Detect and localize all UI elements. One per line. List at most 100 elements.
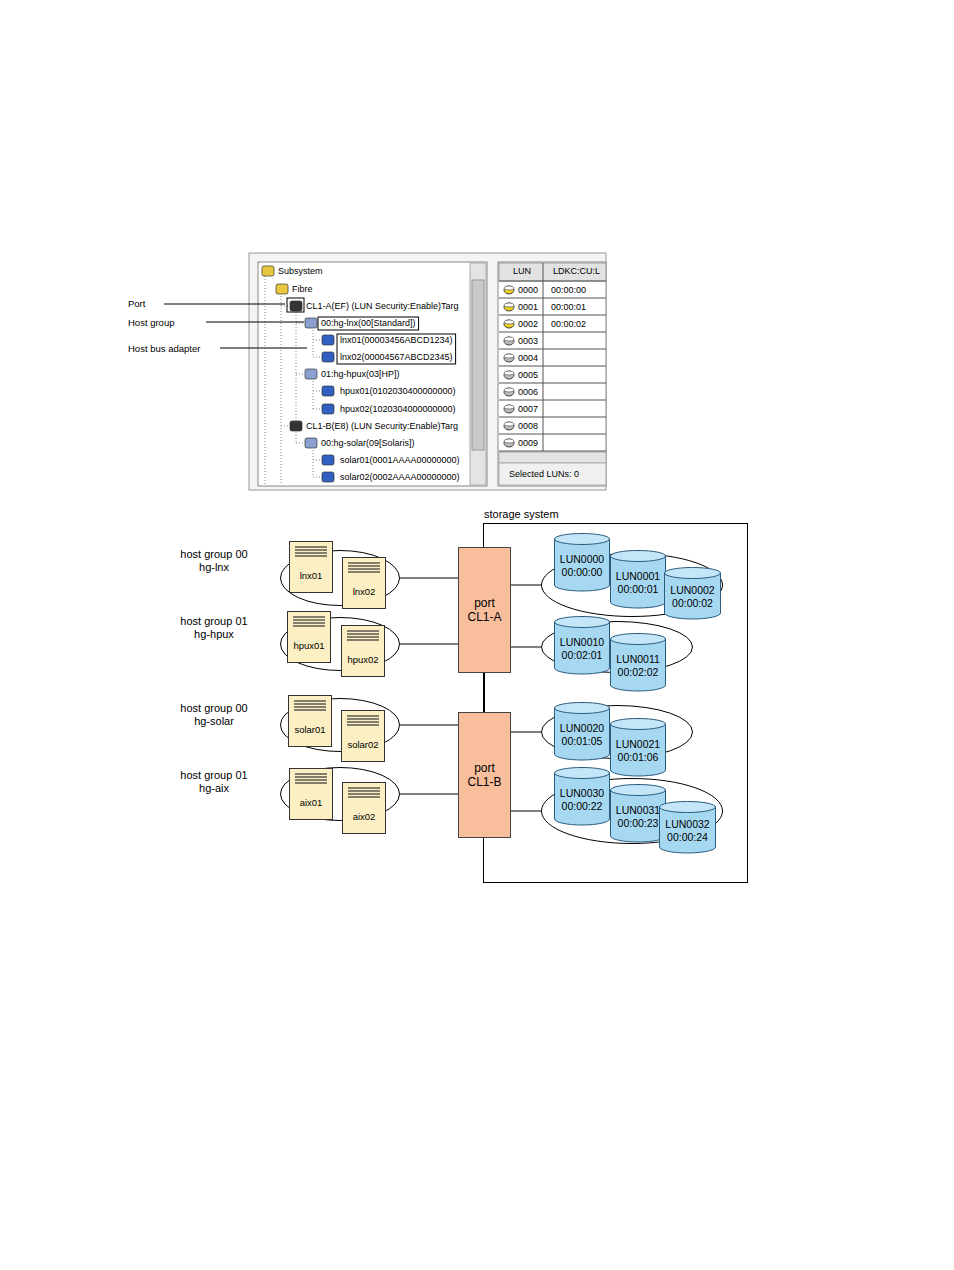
port-name: port CL1-B	[463, 761, 506, 789]
tree-item: lnx02(00004567ABCD2345)	[340, 352, 453, 363]
table-header	[499, 263, 606, 281]
server-slot	[348, 571, 380, 572]
table-row-line	[499, 451, 606, 452]
lun-id: LUN0031	[616, 804, 660, 817]
lun-icon	[504, 439, 514, 447]
host-group-number: host group 00	[176, 548, 252, 561]
host-group-ellipse: host group 01hg-aixaix01aix02	[280, 767, 400, 821]
table-row-line	[499, 383, 606, 384]
server-slot	[348, 787, 380, 788]
host-name: lnx02	[353, 586, 376, 597]
server-body	[342, 711, 385, 762]
tree-icon	[305, 318, 317, 328]
lun-id: LUN0000	[560, 553, 604, 566]
srv-shape	[287, 611, 331, 663]
ldev-id: 00:00:24	[667, 831, 708, 844]
server-slot	[348, 793, 380, 794]
cylinder-body	[555, 539, 610, 591]
server-body	[343, 558, 386, 609]
lun-id: LUN0011	[616, 653, 660, 666]
connector-line	[400, 794, 458, 795]
lun-icon-top	[504, 337, 514, 341]
table-cell: 00:00:01	[551, 302, 586, 313]
host-group-ellipse: host group 00hg-lnxlnx01lnx02	[280, 550, 400, 606]
host-group-ellipse: host group 00hg-solarsolar01solar02	[280, 698, 400, 752]
server-slot	[348, 796, 380, 797]
lun-icon-top	[504, 286, 514, 290]
scrollbar	[470, 263, 486, 485]
host-group-caption: host group 01hg-aix	[176, 769, 252, 795]
lun-icon	[504, 422, 514, 430]
connector-line	[511, 732, 541, 733]
lun-icon-top	[504, 371, 514, 375]
server-body	[342, 626, 385, 677]
table-cell: 0004	[518, 353, 538, 364]
tree-icon	[290, 421, 302, 431]
table-cell: 0003	[518, 336, 538, 347]
lun-id: LUN0010	[560, 636, 604, 649]
table-cell: 0002	[518, 319, 538, 330]
lun-icon-top	[504, 320, 514, 324]
lun-icon	[504, 303, 514, 311]
ldev-id: 00:01:05	[562, 735, 603, 748]
tree-pane	[258, 262, 487, 486]
callout-box	[337, 334, 456, 364]
host-group-caption: host group 00hg-solar	[176, 702, 252, 728]
lun-group-ellipse: LUN000000:00:00LUN000100:00:01LUN000200:…	[541, 553, 723, 617]
host-name: aix01	[300, 797, 323, 808]
table-row-line	[499, 400, 606, 401]
cylinder-top	[611, 785, 666, 796]
server-body	[289, 696, 332, 747]
ellipse-outline	[542, 779, 723, 844]
cylinder-top	[611, 719, 666, 730]
lun-cylinder: LUN003100:00:23	[610, 784, 666, 842]
lun-icon-top	[504, 439, 514, 443]
callout-box	[287, 298, 304, 312]
lun-id: LUN0001	[616, 570, 660, 583]
lun-cylinder: LUN003000:00:22	[554, 767, 610, 825]
callout-box	[318, 317, 419, 330]
lun-icon	[504, 286, 514, 294]
cylinder-body	[555, 622, 610, 674]
server-slot	[294, 706, 326, 707]
server-slot	[347, 724, 379, 725]
server-slot	[348, 568, 380, 569]
host-name: solar01	[294, 724, 325, 735]
lun-cylinder: LUN002100:01:06	[610, 718, 666, 776]
ldev-id: 00:00:23	[618, 817, 659, 830]
tree-icon	[322, 335, 334, 345]
connector-line	[400, 725, 458, 726]
scroll-thumb	[472, 280, 484, 450]
tree-icon	[322, 404, 334, 414]
callout-label: Port	[128, 298, 145, 309]
lun-group-ellipse: LUN003000:00:22LUN003100:00:23LUN003200:…	[541, 778, 723, 844]
host-name: lnx01	[300, 570, 323, 581]
tree-icon	[290, 301, 302, 311]
server-slot	[347, 718, 379, 719]
window-panel	[249, 253, 606, 490]
table-cell: 00:00:00	[551, 285, 586, 296]
lun-id: LUN0020	[560, 722, 604, 735]
srv-shape	[341, 710, 385, 762]
host-group-name: hg-lnx	[176, 561, 252, 574]
tree-icon	[322, 472, 334, 482]
server-body	[288, 612, 331, 663]
lun-id: LUN0002	[670, 584, 714, 597]
tree-item: Subsystem	[278, 266, 323, 277]
cylinder-body	[660, 807, 716, 853]
server-slot	[294, 703, 326, 704]
srv-shape	[341, 625, 385, 677]
tree-icon	[322, 386, 334, 396]
server-slot	[295, 776, 327, 777]
cylinder-body	[611, 639, 666, 691]
ldev-id: 00:00:01	[618, 583, 659, 596]
tree-icon	[322, 352, 334, 362]
server-icon: lnx02	[342, 557, 386, 609]
server-slot	[347, 715, 379, 716]
tree-icon	[305, 438, 317, 448]
storage-system-box: storage systemLUN000000:00:00LUN000100:0…	[483, 523, 748, 883]
cylinder-top	[555, 617, 610, 628]
storage-title: storage system	[484, 508, 559, 521]
cylinder-top	[665, 568, 721, 579]
column-header: LDKC:CU:L	[553, 266, 600, 277]
